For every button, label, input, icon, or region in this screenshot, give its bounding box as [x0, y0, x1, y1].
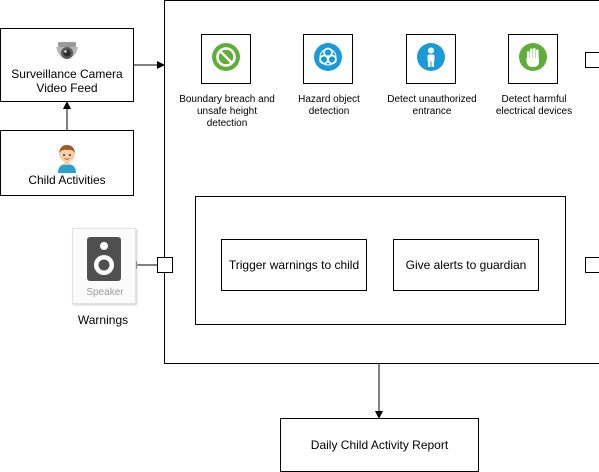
person-icon — [416, 42, 446, 77]
detection-tile-boundary[interactable] — [201, 34, 251, 84]
detection-label-boundary: Boundary breach and unsafe height detect… — [179, 94, 275, 129]
give-alerts-label: Give alerts to guardian — [405, 258, 527, 272]
detection-tile-hazard[interactable] — [303, 34, 353, 84]
output-port-right — [585, 257, 599, 273]
detection-tile-unauthorized[interactable] — [406, 34, 456, 84]
biohazard-icon — [313, 42, 343, 77]
daily-report-label: Daily Child Activity Report — [310, 438, 449, 452]
child-avatar-icon — [55, 143, 79, 173]
camera-label-line2: Video Feed — [36, 81, 98, 95]
surveillance-camera-icon — [52, 41, 82, 67]
daily-report-box[interactable]: Daily Child Activity Report — [280, 418, 479, 472]
output-port-top-right — [585, 52, 599, 68]
speaker-device[interactable]: Speaker — [72, 228, 136, 304]
speaker-caption: Speaker — [86, 287, 124, 298]
detection-label-hazard: Hazard object detection — [298, 94, 360, 117]
stop-hand-icon — [518, 42, 548, 77]
detection-tile-electrical[interactable] — [508, 34, 558, 84]
warnings-label: Warnings — [77, 313, 129, 327]
child-activities-box[interactable]: Child Activities — [0, 130, 134, 196]
trigger-warnings-label: Trigger warnings to child — [228, 258, 360, 272]
trigger-warnings-box[interactable]: Trigger warnings to child — [221, 239, 367, 291]
give-alerts-box[interactable]: Give alerts to guardian — [393, 239, 539, 291]
speaker-icon — [87, 237, 121, 286]
prohibited-icon — [211, 42, 241, 77]
child-activities-label: Child Activities — [28, 173, 106, 187]
output-port-left — [157, 257, 173, 273]
camera-feed-box[interactable]: Surveillance Camera Video Feed — [0, 28, 134, 102]
detection-label-unauthorized: Detect unauthorized entrance — [387, 94, 477, 117]
camera-label-line1: Surveillance Camera — [11, 67, 123, 81]
detection-label-electrical: Detect harmful electrical devices — [495, 94, 573, 117]
